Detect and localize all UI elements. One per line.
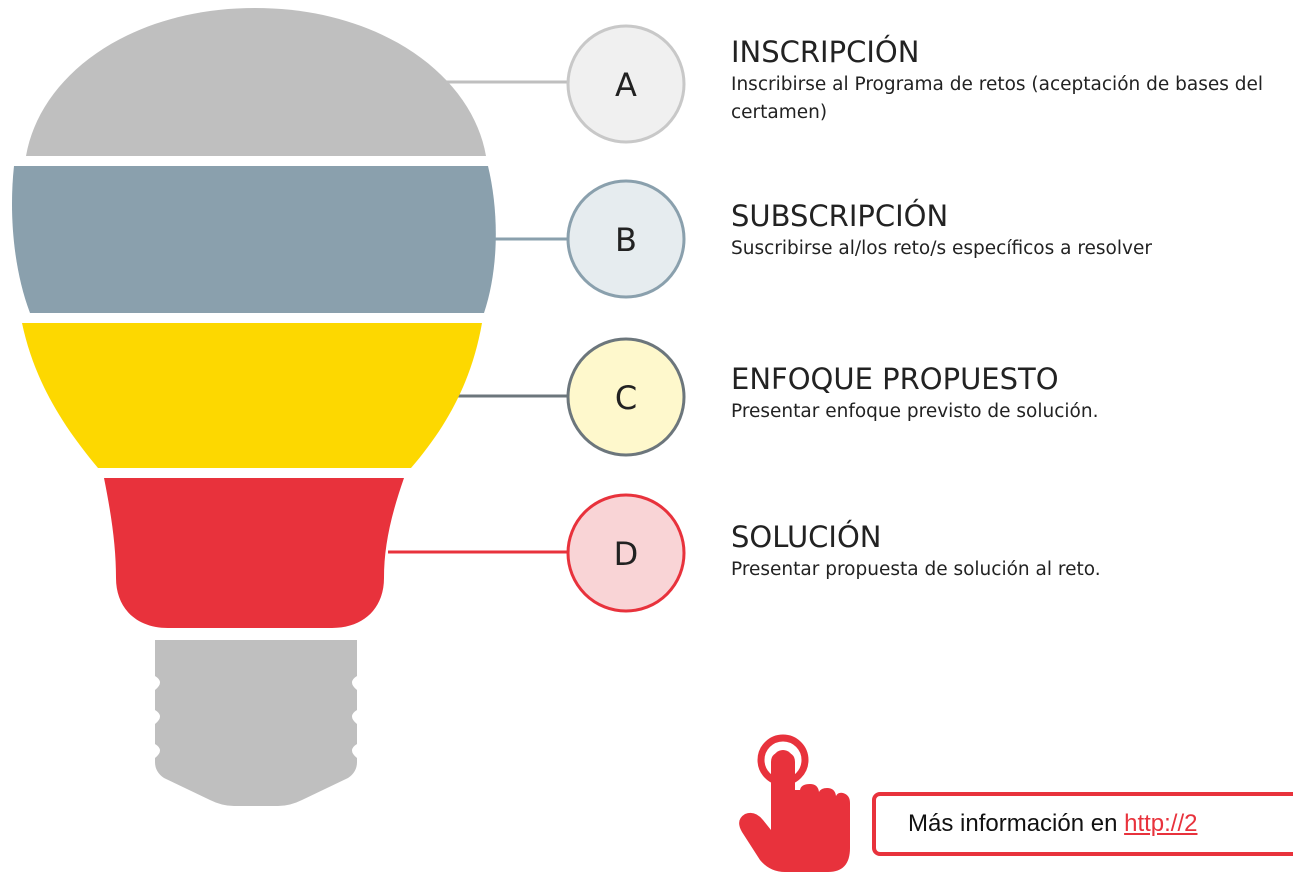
bulb-segment-a — [26, 8, 486, 156]
more-info-label: Más información en — [908, 810, 1125, 837]
bulb-screw-base — [155, 640, 357, 806]
more-info-text: Más información en http://2 — [908, 809, 1197, 839]
bulb-segment-d — [104, 478, 404, 628]
step-circle-b — [566, 179, 686, 299]
step-a-description: Inscribirse al Programa de retos (acepta… — [731, 74, 1264, 123]
step-c-text: ENFOQUE PROPUESTO Presentar enfoque prev… — [731, 362, 1291, 426]
step-c-description: Presentar enfoque previsto de solución. — [731, 401, 1099, 422]
bulb-segment-c — [22, 323, 482, 468]
step-letter-c: C — [615, 379, 637, 417]
step-d-title: SOLUCIÓN — [731, 520, 882, 554]
step-a-title: INSCRIPCIÓN — [731, 35, 920, 69]
step-d-description: Presentar propuesta de solución al reto. — [731, 559, 1101, 580]
step-c-title: ENFOQUE PROPUESTO — [731, 362, 1059, 396]
more-info-box: Más información en http://2 — [872, 792, 1293, 856]
hand-pointer-icon — [739, 734, 850, 872]
step-b-description: Suscribirse al/los reto/s específicos a … — [731, 238, 1152, 259]
more-info-link[interactable]: http://2 — [1124, 810, 1198, 837]
step-letter-d: D — [614, 535, 639, 573]
step-letter-b: B — [615, 221, 637, 259]
step-letter-a: A — [615, 66, 637, 104]
step-b-text: SUBSCRIPCIÓN Suscribirse al/los reto/s e… — [731, 199, 1291, 263]
step-a-text: INSCRIPCIÓN Inscribirse al Programa de r… — [731, 35, 1291, 127]
bulb-segment-b — [11, 166, 496, 313]
step-d-text: SOLUCIÓN Presentar propuesta de solución… — [731, 520, 1291, 584]
step-circle-d — [566, 493, 686, 613]
step-circle-c — [566, 337, 686, 457]
step-circle-a — [566, 24, 686, 144]
step-b-title: SUBSCRIPCIÓN — [731, 199, 949, 233]
